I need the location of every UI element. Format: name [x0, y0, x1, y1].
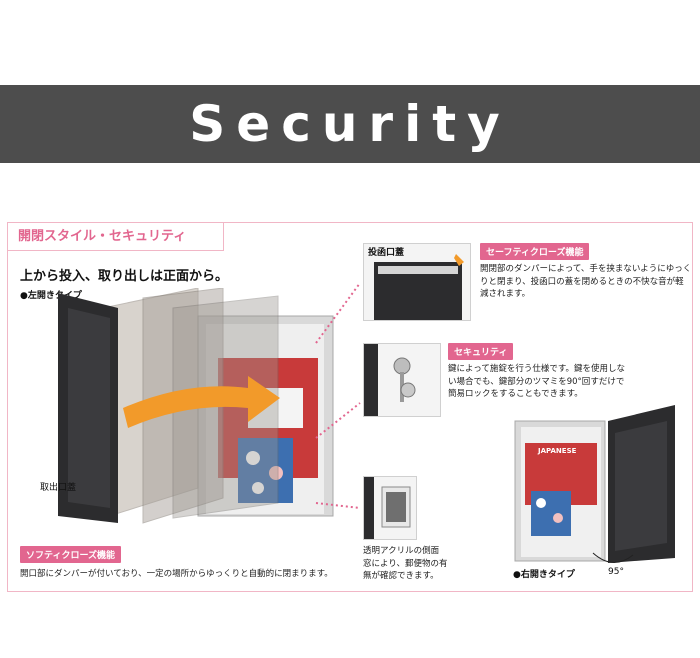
slot-lid-thumbnail: [363, 243, 471, 321]
left-type-label: ●左開きタイプ: [20, 291, 82, 301]
security-banner: Security: [0, 85, 700, 163]
security-panel: 開閉スタイル・セキュリティ 上から投入、取り出しは正面から。 ●左開きタイプ 取…: [7, 222, 693, 592]
right-type-label: ●右開きタイプ: [513, 570, 575, 580]
slot-lid-label: 投函口蓋: [368, 248, 405, 258]
soft-close-label: ソフティクローズ機能: [20, 546, 122, 563]
magazine-title: JAPANESE: [538, 447, 577, 455]
security-line: 簡易ロックをすることもできます。: [448, 389, 583, 399]
panel-tab-title: 開閉スタイル・セキュリティ: [8, 223, 224, 251]
security-text: 鍵によって施錠を行う仕様です。鍵を使用しな い場合でも、鍵部分のツマミを90°回…: [448, 363, 625, 401]
soft-close-text: 開口部にダンパーが付いており、一定の場所からゆっくりと自動的に閉まります。: [20, 569, 333, 579]
takeout-lid-label: 取出口蓋: [40, 483, 77, 493]
safety-close-line: 開閉部のダンパーによって、手を挟まないようにゆっく: [480, 264, 692, 274]
security-line: い場合でも、鍵部分のツマミを90°回すだけで: [448, 376, 625, 387]
safety-close-line: りと閉まり、投函口の蓋を閉めるときの不快な音が軽: [480, 276, 684, 287]
side-window-line: 透明アクリルの側面: [363, 546, 440, 556]
slot-lid-graphic: [374, 254, 464, 320]
open-arrow-icon: [123, 376, 280, 428]
safety-close-line: 減されます。: [480, 289, 531, 299]
angle-label: 95°: [608, 567, 624, 577]
mailbox-illustration-right: [514, 405, 675, 563]
mailbox-illustration-left: [58, 288, 334, 524]
callout-connectors: [315, 282, 361, 509]
side-window-line: 無が確認できます。: [363, 571, 439, 581]
side-window-text: 透明アクリルの側面 窓により、郵便物の有 無が確認できます。: [363, 545, 448, 583]
banner-title: Security: [189, 95, 511, 153]
safety-close-label: セーフティクローズ機能: [480, 243, 590, 260]
key-lock-thumbnail: [363, 343, 441, 417]
key-icon: [364, 344, 416, 416]
side-window-graphic: [364, 477, 411, 539]
safety-close-text: 開閉部のダンパーによって、手を挟まないようにゆっく りと閉まり、投函口の蓋を閉め…: [480, 263, 691, 301]
headline: 上から投入、取り出しは正面から。: [20, 269, 229, 284]
side-window-thumbnail: [363, 476, 417, 540]
security-line: 鍵によって施錠を行う仕様です。鍵を使用しな: [448, 364, 625, 374]
security-label: セキュリティ: [448, 343, 514, 360]
magazine-blue: [238, 438, 293, 503]
side-window-line: 窓により、郵便物の有: [363, 558, 448, 569]
